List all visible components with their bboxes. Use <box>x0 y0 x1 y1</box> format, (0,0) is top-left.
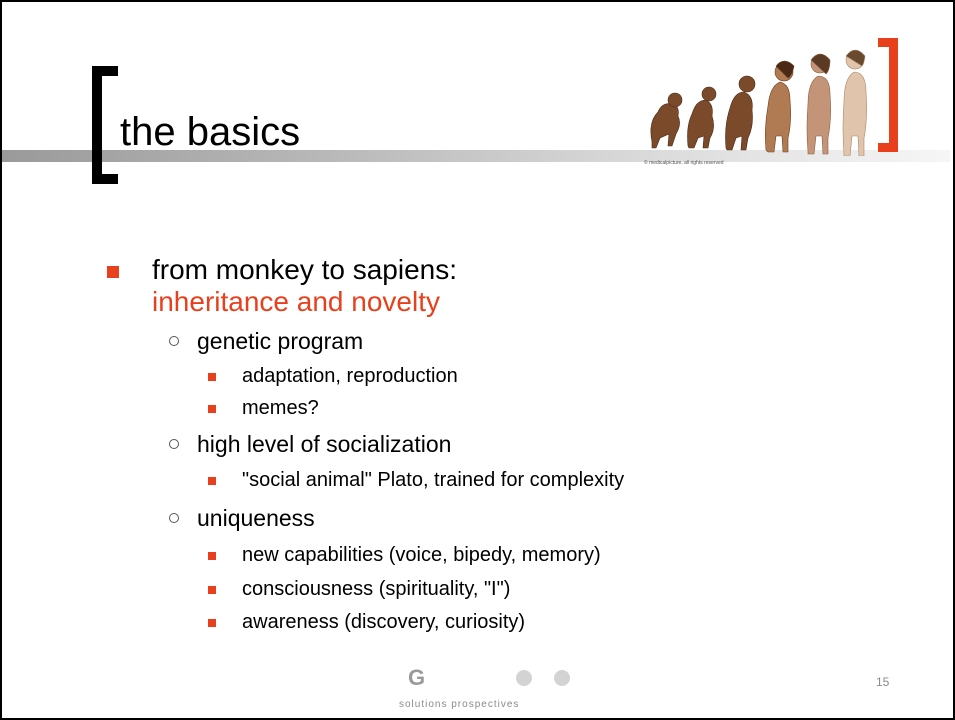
sub-sub-bullet-text: new capabilities (voice, bipedy, memory) <box>242 544 601 566</box>
logo-dot-icon <box>554 670 570 686</box>
small-square-bullet-icon <box>208 619 216 627</box>
title-underline-bar <box>2 150 950 162</box>
small-square-bullet-icon <box>208 552 216 560</box>
sub-bullet-text: genetic program <box>197 328 364 354</box>
evolution-of-man-image <box>650 49 867 156</box>
sub-sub-bullet-text: consciousness (spirituality, "I") <box>242 578 511 600</box>
small-square-bullet-icon <box>208 373 216 381</box>
sub-sub-bullet-text: "social animal" Plato, trained for compl… <box>242 469 625 491</box>
logo-dot-icon <box>516 670 532 686</box>
slide-title: the basics <box>120 110 301 154</box>
bullet-text: from monkey to sapiens: <box>152 254 458 285</box>
bullet-highlight: inheritance and novelty <box>152 286 440 317</box>
sub-sub-bullet-text: awareness (discovery, curiosity) <box>242 611 526 633</box>
hollow-circle-bullet-icon <box>169 336 179 346</box>
small-square-bullet-icon <box>208 586 216 594</box>
right-bracket-icon <box>878 38 898 152</box>
hollow-circle-bullet-icon <box>169 439 179 449</box>
left-bracket-icon <box>92 66 118 184</box>
logo-letter: G <box>408 665 426 690</box>
square-bullet-icon <box>107 266 119 278</box>
sub-sub-bullet-text: memes? <box>242 397 319 419</box>
small-square-bullet-icon <box>208 405 216 413</box>
sub-sub-bullet-text: adaptation, reproduction <box>242 365 458 387</box>
hollow-circle-bullet-icon <box>169 513 179 523</box>
logo-tagline: solutions prospectives <box>399 699 520 710</box>
page-number: 15 <box>876 675 890 689</box>
sub-bullet-text: uniqueness <box>197 505 315 531</box>
small-square-bullet-icon <box>208 477 216 485</box>
sub-bullet-text: high level of socialization <box>197 431 452 457</box>
image-caption: © medicalpicture, all rights reserved <box>644 160 724 166</box>
